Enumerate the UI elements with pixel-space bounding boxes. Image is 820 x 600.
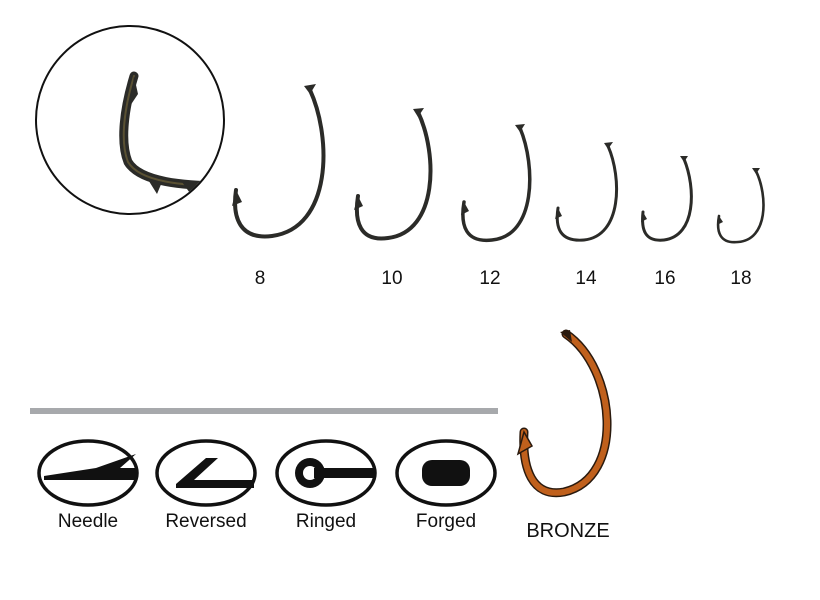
eye-type-label: Forged <box>415 511 477 532</box>
ringed-eye-icon <box>275 439 377 507</box>
hook-size-18-icon <box>716 168 765 244</box>
hook-size-label: 18 <box>730 268 752 289</box>
hook-size-label: 12 <box>479 268 501 289</box>
hook-size-12-icon <box>461 124 532 243</box>
eye-type-label: Needle <box>57 511 119 532</box>
divider-bar <box>30 408 498 414</box>
hook-size-label: 10 <box>381 268 403 289</box>
bronze-hook-icon <box>516 329 612 498</box>
needle-eye-icon <box>37 439 139 507</box>
hook-size-label: 16 <box>654 268 676 289</box>
hook-point-detail-icon <box>35 25 225 215</box>
finish-label: BRONZE <box>526 520 610 542</box>
forged-eye-icon <box>395 439 497 507</box>
reversed-eye-icon <box>155 439 257 507</box>
eye-type-label: Reversed <box>165 511 247 532</box>
hook-size-14-icon <box>555 142 618 242</box>
hook-size-16-icon <box>641 156 693 242</box>
hook-size-10-icon <box>354 108 433 241</box>
eye-type-label: Ringed <box>295 511 357 532</box>
hook-size-label: 14 <box>575 268 597 289</box>
hook-size-label: 8 <box>254 268 266 289</box>
hook-size-8-icon <box>232 84 326 239</box>
